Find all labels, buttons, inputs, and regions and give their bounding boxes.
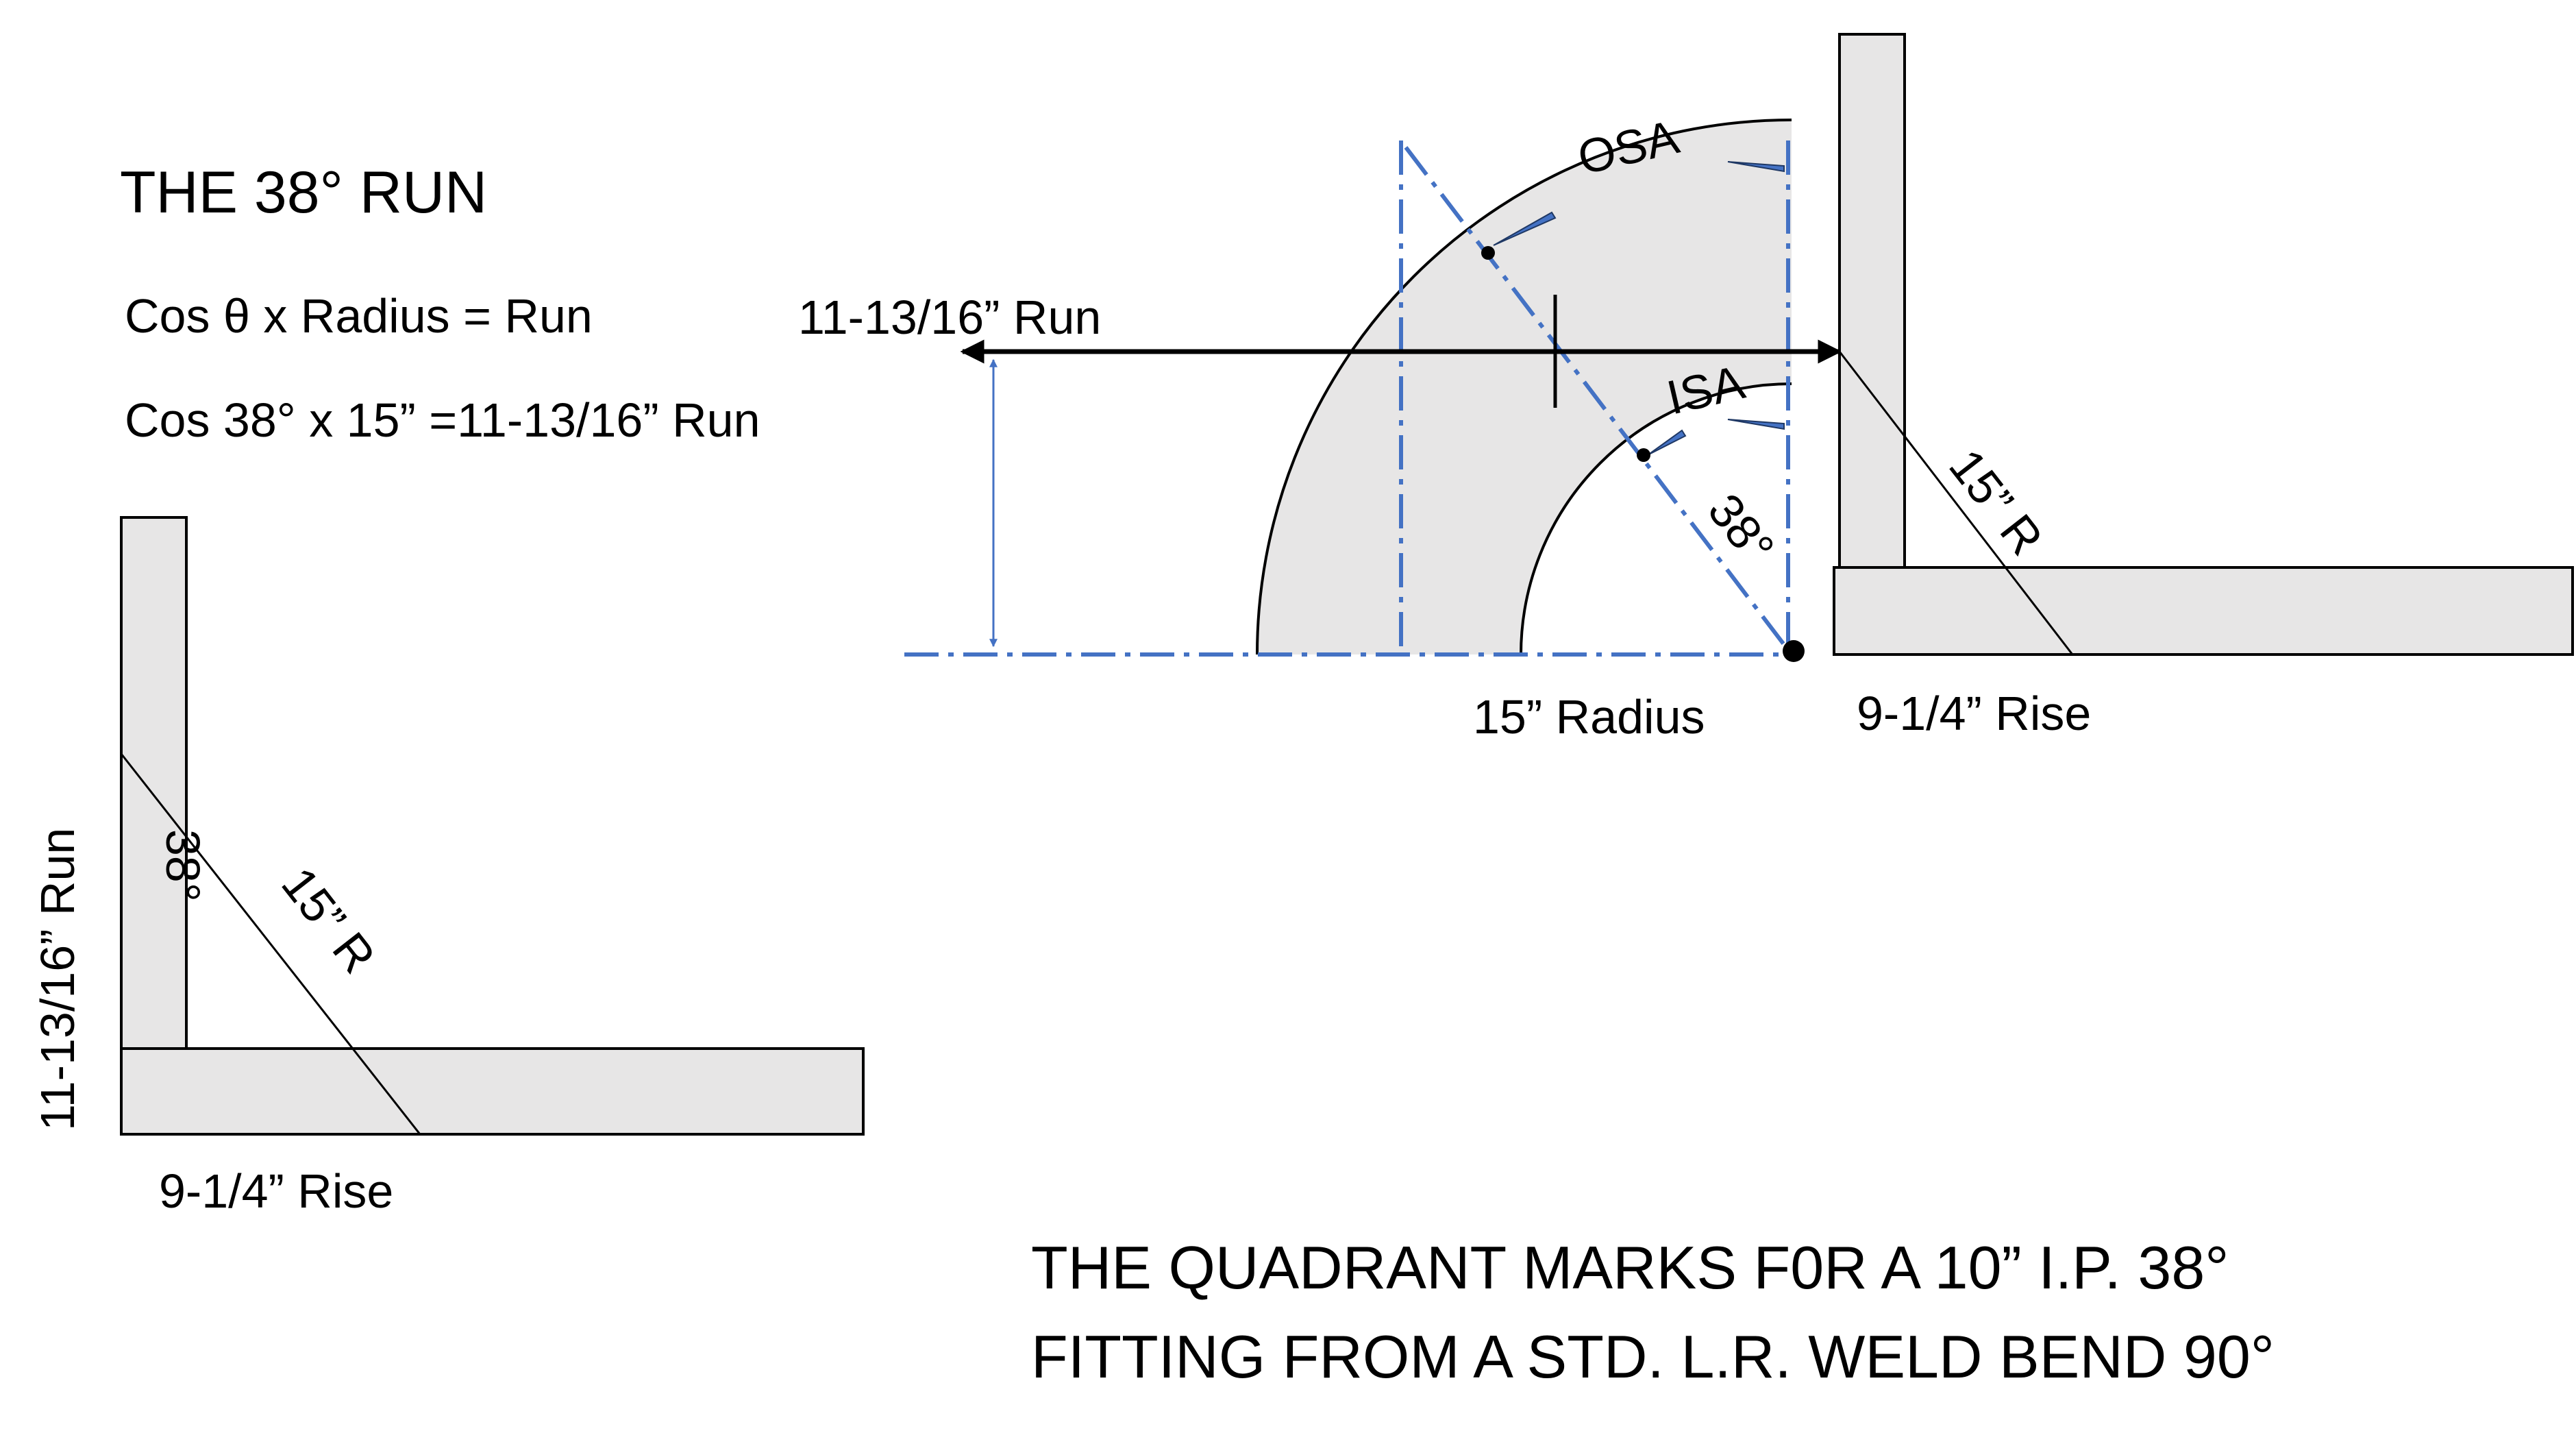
right-angle-diagram: 15” R 9-1/4” Rise: [1833, 33, 2574, 740]
isa-start-mark-icon: [1727, 419, 1785, 430]
left-vertical-leg: [120, 516, 188, 1050]
elbow-outer-arc: [1256, 119, 1792, 655]
center-point: [1783, 640, 1805, 662]
page-title: THE 38° RUN: [120, 160, 487, 225]
formula-line-1: Cos θ x Radius = Run: [125, 289, 593, 343]
38-degree-line: [1404, 146, 1794, 656]
left-angle-diagram: 11-13/16” Run 38° 15” R 9-1/4” Rise: [31, 516, 865, 1218]
right-horizontal-leg: [1833, 566, 2574, 656]
elbow-fitting-body: [1257, 120, 1792, 654]
right-vertical-leg: [1838, 33, 1906, 570]
osa-start-mark-icon: [1727, 161, 1785, 173]
right-hypotenuse-line: [1838, 351, 2074, 655]
formula-cos-prefix: Cos: [125, 289, 223, 343]
formula-line-2: Cos 38° x 15” =11-13/16” Run: [125, 393, 760, 447]
elbow-inner-arc: [1520, 382, 1792, 655]
left-horizontal-leg: [120, 1047, 865, 1136]
left-hypotenuse-label: 15” R: [271, 857, 386, 983]
caption-line-1: THE QUADRANT MARKS F0R A 10” I.P. 38°: [1031, 1234, 2229, 1301]
isa-38-point: [1637, 448, 1650, 462]
isa-38-mark-icon: [1647, 429, 1687, 456]
caption-line-2: FITTING FROM A STD. L.R. WELD BEND 90°: [1031, 1323, 2275, 1391]
left-rise-label: 9-1/4” Rise: [159, 1164, 393, 1218]
top-angle-label: 38°: [1698, 484, 1785, 574]
elbow-quadrant-group: OSA ISA 38° 11-13/16” Run 15” Radius: [798, 110, 1842, 744]
radius-label: 15” Radius: [1473, 690, 1705, 744]
left-run-label: 11-13/16” Run: [31, 828, 84, 1131]
formula-radius-run: x Radius = Run: [250, 289, 593, 343]
theta-symbol: θ: [223, 289, 250, 343]
osa-38-point: [1481, 246, 1495, 260]
right-rise-label: 9-1/4” Rise: [1857, 687, 2091, 740]
osa-38-mark-icon: [1493, 211, 1557, 246]
left-angle-label: 38°: [156, 829, 210, 902]
left-hypotenuse-line: [120, 753, 421, 1135]
top-run-label: 11-13/16” Run: [798, 291, 1101, 344]
